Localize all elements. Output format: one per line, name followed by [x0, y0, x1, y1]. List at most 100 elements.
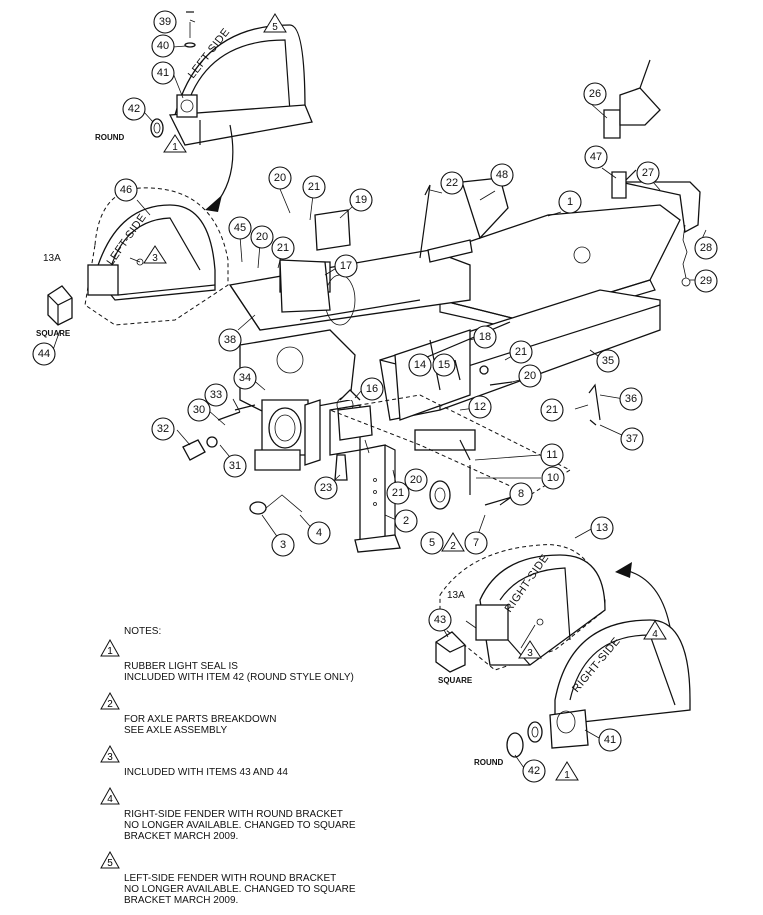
svg-text:22: 22 [446, 177, 458, 189]
balloon-34: 34 [233, 366, 257, 390]
svg-text:20: 20 [410, 474, 422, 486]
balloon-33: 33 [204, 383, 228, 407]
balloon-38: 38 [218, 328, 242, 352]
svg-text:3: 3 [152, 253, 158, 264]
svg-text:42: 42 [528, 765, 540, 777]
balloon-46: 46 [114, 178, 138, 202]
svg-text:21: 21 [546, 404, 558, 416]
note-5-text: LEFT-SIDE FENDER WITH ROUND BRACKET NO L… [124, 873, 356, 906]
svg-text:30: 30 [193, 404, 205, 416]
svg-text:7: 7 [473, 537, 479, 549]
note-1: 1 RUBBER LIGHT SEAL IS INCLUDED WITH ITE… [100, 639, 400, 683]
note-ref-2: 2 [441, 532, 465, 552]
balloon-22: 22 [440, 171, 464, 195]
exploded-parts-diagram: 39 40 41 42 46 44 45 20 21 19 22 48 1 26… [32, 10, 718, 783]
balloon-37: 37 [620, 427, 644, 451]
note-2-triangle-icon: 2 [100, 692, 120, 710]
svg-text:35: 35 [602, 355, 614, 367]
balloon-20d: 20 [404, 468, 428, 492]
svg-text:20: 20 [274, 172, 286, 184]
svg-text:18: 18 [479, 331, 491, 343]
svg-text:32: 32 [157, 423, 169, 435]
balloon-20c: 20 [518, 364, 542, 388]
svg-text:27: 27 [642, 167, 654, 179]
balloon-30: 30 [187, 398, 211, 422]
svg-text:5: 5 [107, 858, 113, 869]
svg-text:20: 20 [256, 231, 268, 243]
note-5-triangle-icon: 5 [100, 851, 120, 869]
svg-text:39: 39 [159, 16, 171, 28]
svg-text:28: 28 [700, 242, 712, 254]
balloon-41b: 41 [598, 728, 622, 752]
balloon-20: 20 [268, 166, 292, 190]
balloon-7: 7 [464, 531, 488, 555]
svg-text:3: 3 [527, 648, 533, 659]
balloon-2: 2 [394, 509, 418, 533]
notes-block: NOTES: 1 RUBBER LIGHT SEAL IS INCLUDED W… [100, 626, 400, 915]
svg-text:23: 23 [320, 482, 332, 494]
svg-text:48: 48 [496, 169, 508, 181]
note-3: 3 INCLUDED WITH ITEMS 43 AND 44 [100, 745, 400, 778]
balloon-21c: 21 [509, 340, 533, 364]
main-frame-drawing [182, 59, 701, 553]
svg-text:19: 19 [355, 194, 367, 206]
round-label-bottom: ROUND [474, 758, 504, 767]
svg-text:11: 11 [546, 449, 557, 461]
svg-text:21: 21 [392, 487, 404, 499]
balloon-44: 44 [32, 342, 56, 366]
svg-text:44: 44 [38, 348, 50, 360]
svg-text:1: 1 [564, 770, 570, 781]
balloon-8: 8 [509, 482, 533, 506]
balloon-35: 35 [596, 349, 620, 373]
note-5: 5 LEFT-SIDE FENDER WITH ROUND BRACKET NO… [100, 851, 400, 906]
svg-text:38: 38 [224, 334, 236, 346]
balloon-23: 23 [314, 476, 338, 500]
note-4-text: RIGHT-SIDE FENDER WITH ROUND BRACKET NO … [124, 809, 356, 842]
svg-text:17: 17 [340, 260, 352, 272]
svg-text:29: 29 [700, 275, 712, 287]
balloon-39: 39 [153, 10, 177, 34]
svg-text:15: 15 [438, 359, 450, 371]
balloon-16: 16 [360, 377, 384, 401]
right-fender-square-drawing [435, 544, 606, 673]
note-2-text: FOR AXLE PARTS BREAKDOWN SEE AXLE ASSEMB… [124, 714, 277, 736]
svg-text:43: 43 [434, 614, 446, 626]
balloon-11: 11 [540, 443, 564, 467]
balloon-41: 41 [151, 61, 175, 85]
balloon-1: 1 [558, 190, 582, 214]
balloon-21b: 21 [271, 236, 295, 260]
note-ref-3-right: 3 [518, 640, 542, 659]
balloon-26: 26 [583, 82, 607, 106]
note-ref-1-top: 1 [163, 134, 187, 153]
balloon-10: 10 [541, 466, 565, 490]
svg-text:1: 1 [567, 196, 573, 208]
note-ref-1-bottom: 1 [555, 761, 579, 781]
notes-title: NOTES: [124, 626, 162, 637]
balloon-48: 48 [490, 163, 514, 187]
note-ref-3-left: 3 [143, 245, 167, 264]
sub-item-label-right: 13A [447, 590, 465, 601]
svg-text:4: 4 [107, 794, 113, 805]
svg-text:2: 2 [107, 699, 113, 710]
balloon-14: 14 [408, 353, 432, 377]
note-1-triangle-icon: 1 [100, 639, 120, 657]
balloon-31: 31 [223, 454, 247, 478]
svg-text:46: 46 [120, 184, 132, 196]
note-ref-4: 4 [643, 620, 667, 640]
svg-text:41: 41 [157, 67, 169, 79]
svg-text:10: 10 [547, 472, 559, 484]
balloon-4: 4 [307, 521, 331, 545]
svg-text:16: 16 [366, 383, 378, 395]
balloon-40: 40 [151, 34, 175, 58]
svg-text:36: 36 [625, 393, 637, 405]
balloon-3: 3 [271, 533, 295, 557]
balloon-18: 18 [473, 325, 497, 349]
balloon-12: 12 [468, 395, 492, 419]
balloon-20b: 20 [250, 225, 274, 249]
balloon-19: 19 [349, 188, 373, 212]
svg-text:47: 47 [590, 151, 602, 163]
svg-text:40: 40 [157, 40, 169, 52]
move-arrow-right-head [615, 562, 632, 578]
svg-text:20: 20 [524, 370, 536, 382]
svg-text:1: 1 [107, 646, 113, 657]
